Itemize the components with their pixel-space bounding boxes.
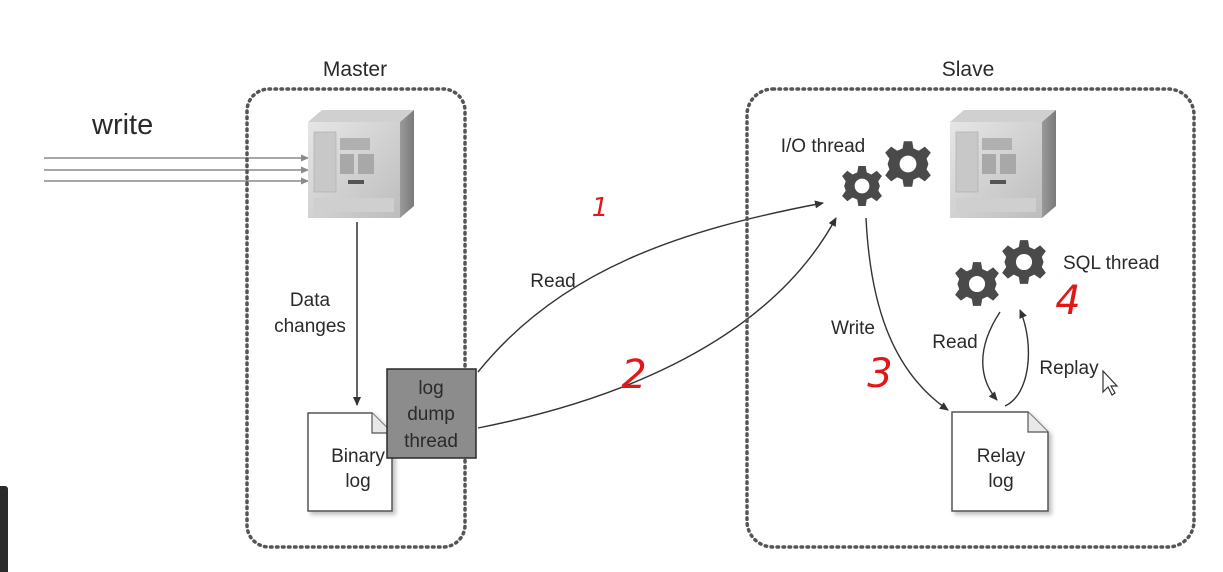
write-label: write	[91, 109, 153, 141]
replay-label: Replay	[1039, 358, 1099, 379]
sql-thread-gear-icon	[955, 262, 999, 306]
read-label-slave: Read	[932, 332, 977, 353]
relay-log-label-line2: log	[988, 471, 1013, 492]
read-relay-arrow	[982, 311, 1001, 401]
write-label-slave: Write	[831, 318, 875, 339]
io-thread-gear-icon	[842, 166, 882, 206]
slave-server-icon	[949, 109, 1057, 219]
master-boundary	[245, 87, 467, 549]
sql-thread-gear-icon-2	[1002, 240, 1046, 284]
mouse-cursor-icon	[1102, 369, 1119, 396]
window-edge-strip	[0, 486, 8, 572]
sql-thread-label: SQL thread	[1063, 253, 1159, 274]
io-thread-gear-icon-2	[885, 141, 931, 187]
binary-log-label-line2: log	[345, 471, 370, 492]
relay-log-document	[951, 411, 1049, 512]
master-server-icon	[307, 109, 415, 219]
binary-log-document	[307, 412, 393, 512]
io-thread-label: I/O thread	[781, 136, 866, 157]
annotation-3: 3	[867, 351, 892, 397]
replay-arrow	[1004, 309, 1030, 407]
read-label: Read	[530, 271, 575, 292]
relay-log-label-line1: Relay	[977, 446, 1026, 467]
master-title: Master	[323, 58, 387, 81]
slave-boundary	[745, 87, 1196, 549]
log-dump-thread-box	[386, 368, 477, 459]
write-to-relay-arrow	[865, 217, 949, 411]
binary-log-label-line1: Binary	[331, 446, 385, 467]
data-changes-label-line1: Data	[290, 290, 331, 311]
slave-title: Slave	[942, 58, 995, 81]
read-arrow	[477, 200, 824, 373]
transfer-arrow	[477, 217, 837, 429]
dump-thread-label-line3: thread	[404, 431, 458, 452]
dump-thread-label-line2: dump	[407, 404, 455, 425]
dump-thread-label-line1: log	[418, 378, 443, 399]
annotation-1: 1	[592, 193, 609, 223]
annotation-2: 2	[621, 352, 646, 398]
data-changes-label-line2: changes	[274, 316, 346, 337]
write-arrows	[44, 154, 309, 185]
annotation-4: 4	[1055, 278, 1080, 324]
